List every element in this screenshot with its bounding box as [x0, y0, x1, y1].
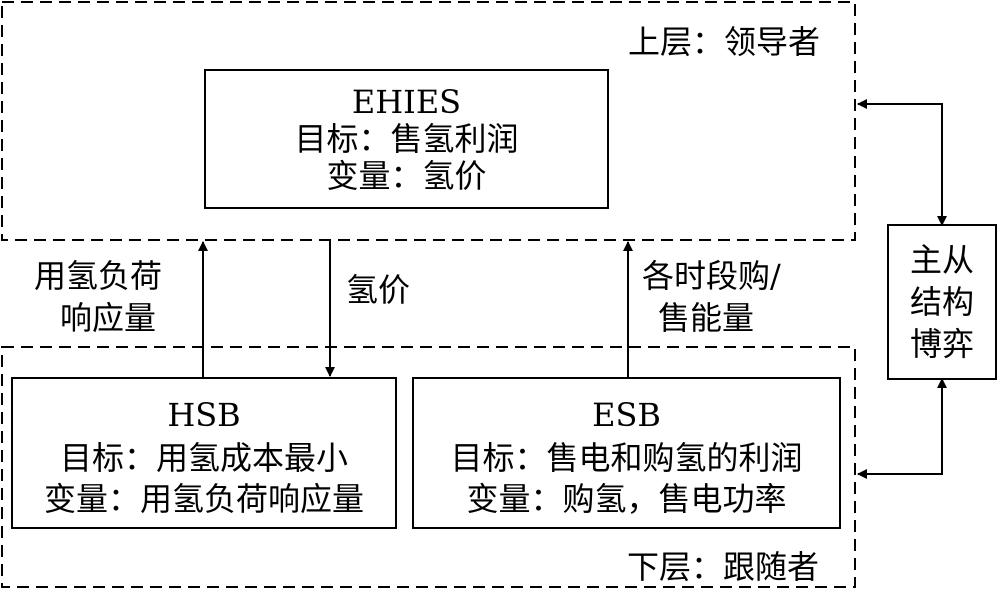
hsb-box — [11, 377, 397, 529]
game-lower-connector — [857, 378, 947, 479]
ehies-objective: 目标：售氢利润 — [294, 120, 519, 158]
load-response-label-line1: 用氢负荷 — [34, 257, 163, 295]
game-label-line3: 博弈 — [909, 325, 974, 363]
game-label-line2: 结构 — [909, 283, 974, 321]
esb-box — [412, 377, 841, 529]
lower-layer-label: 下层：跟随者 — [627, 548, 820, 586]
energy-label-line2: 售能量 — [658, 299, 755, 337]
ehies-variable: 变量：氢价 — [326, 157, 487, 195]
energy-label-line1: 各时段购/ — [642, 257, 781, 295]
game-label-line1: 主从 — [909, 241, 974, 279]
upper-layer-frame — [1, 1, 856, 241]
hsb-objective: 目标：用氢成本最小 — [59, 439, 348, 477]
hsb-name: HSB — [167, 396, 241, 434]
lower-layer-frame — [1, 346, 856, 588]
upper-layer-label: 上层：领导者 — [628, 23, 821, 61]
ehies-name: EHIES — [351, 83, 462, 121]
game-upper-connector — [857, 99, 947, 226]
esb-name: ESB — [592, 396, 661, 434]
ehies-box — [204, 69, 609, 209]
load-response-label-line2: 响应量 — [60, 299, 157, 337]
esb-variable: 变量：购氢，售电功率 — [466, 480, 787, 518]
hsb-variable: 变量：用氢负荷响应量 — [43, 480, 364, 518]
game-box — [887, 224, 997, 380]
hydrogen-price-label: 氢价 — [346, 271, 411, 309]
esb-objective: 目标：售电和购氢的利润 — [450, 439, 803, 477]
